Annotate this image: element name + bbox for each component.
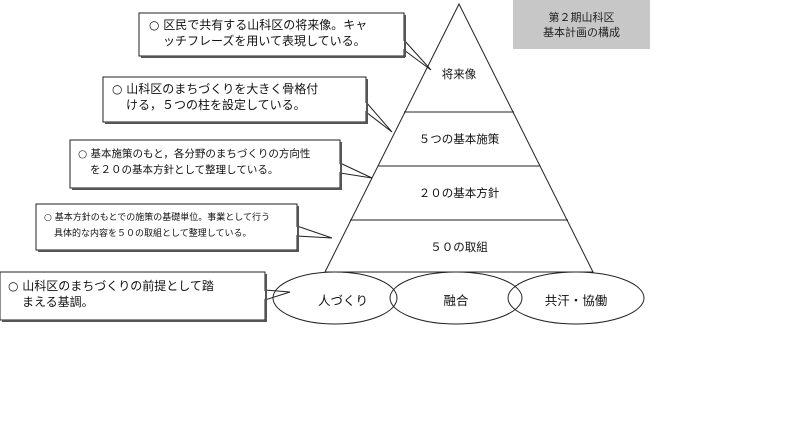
callout-2-line-1: ○ 山科区のまちづくりを大きく骨格付	[112, 82, 319, 96]
callout-3-line-1: ○ 基本施策のもと，各分野のまちづくりの方向性	[78, 148, 311, 160]
callout-shape-3	[69, 139, 373, 190]
callout-4-line-1: ○ 基本方針のもとでの施策の基礎単位。事業として行う	[44, 213, 270, 223]
oval-label-fusion: 融合	[443, 293, 469, 308]
callout-basic-policies: ○ 基本施策のもと，各分野のまちづくりの方向性 を２０の基本方針として整理してい…	[78, 146, 310, 178]
callout-4-line-2: 具体的な内容を５０の取組として整理している。	[54, 229, 252, 239]
callout-shape-1	[138, 12, 432, 71]
callout-1-line-2: ッチフレーズを用いて表現している。	[163, 34, 366, 48]
callout-5-line-2: まえる基調。	[22, 295, 94, 309]
diagram-title: 第２期山科区 基本計画の構成	[513, 0, 650, 49]
callout-shape-4	[35, 203, 333, 252]
tier-label-initiatives: ５０の取組	[430, 240, 488, 254]
callout-foundation: ○ 山科区のまちづくりの前提として踏 まえる基調。	[8, 278, 214, 310]
callout-basic-measures: ○ 山科区のまちづくりを大きく骨格付 ける，５つの柱を設定している。	[112, 81, 318, 113]
callout-shape-5	[0, 271, 291, 322]
title-line-2: 基本計画の構成	[543, 25, 620, 39]
callout-1-line-1: ○ 区民で共有する山科区の将来像。キャ	[149, 18, 368, 32]
callout-shape-2	[102, 76, 393, 133]
foundation-oval-1	[272, 271, 398, 325]
callout-5-line-1: ○ 山科区のまちづくりの前提として踏	[8, 279, 214, 293]
callout-initiatives: ○ 基本方針のもとでの施策の基礎単位。事業として行う 具体的な内容を５０の取組と…	[44, 210, 270, 242]
tier-label-basic-policies: ２０の基本方針	[418, 186, 500, 200]
callout-3-line-2: を２０の基本方針として整理している。	[90, 164, 279, 176]
oval-label-cooperation: 共汗・協働	[544, 293, 608, 308]
callout-2-line-2: ける，５つの柱を設定している。	[126, 98, 306, 112]
callout-future-vision: ○ 区民で共有する山科区の将来像。キャ ッチフレーズを用いて表現している。	[149, 17, 367, 49]
title-line-1: 第２期山科区	[548, 10, 615, 24]
oval-label-people: 人づくり	[317, 293, 369, 308]
foundation-oval-3	[507, 271, 645, 325]
foundation-oval-2	[389, 271, 523, 325]
tier-label-basic-measures: ５つの基本施策	[418, 132, 500, 146]
tier-label-future-vision: 将来像	[441, 67, 477, 81]
